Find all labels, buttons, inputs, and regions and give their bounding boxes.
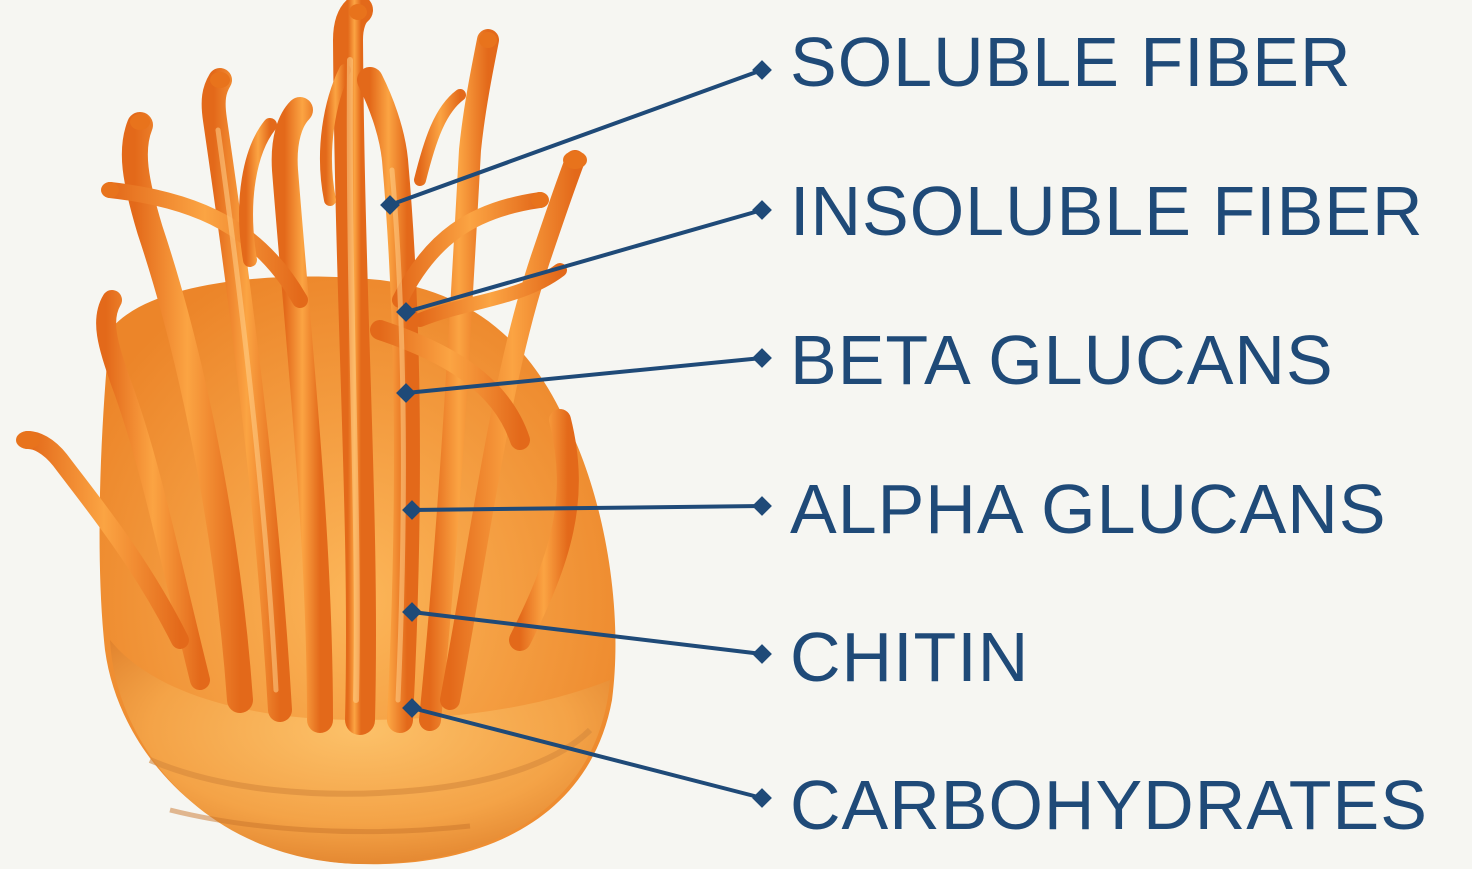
mushroom-stem-tip	[563, 151, 587, 169]
mushroom-stem-tip	[479, 32, 497, 48]
mushroom-stem-tip	[210, 72, 230, 88]
label-alpha-glucans: ALPHA GLUCANS	[790, 474, 1387, 544]
mushroom-stem-tip	[16, 431, 40, 449]
leader-endpoint-end-alpha-glucans	[752, 496, 772, 516]
label-soluble-fiber: SOLUBLE FIBER	[790, 27, 1352, 97]
mushroom-stem-tip	[101, 182, 119, 198]
leader-endpoint-end-chitin	[752, 644, 772, 664]
label-insoluble-fiber: INSOLUBLE FIBER	[790, 176, 1424, 246]
leader-endpoint-end-insoluble-fiber	[752, 200, 772, 220]
mushroom-stem	[420, 95, 460, 180]
label-chitin: CHITIN	[790, 622, 1029, 692]
label-carbohydrates: CARBOHYDRATES	[790, 770, 1428, 840]
mushroom-stem-tip	[349, 4, 367, 20]
label-beta-glucans: BETA GLUCANS	[790, 325, 1334, 395]
mushroom-stem-tip	[531, 192, 549, 208]
mushroom-stem-tip	[130, 114, 150, 130]
leader-endpoint-end-carbohydrates	[752, 788, 772, 808]
leader-endpoint-end-soluble-fiber	[752, 60, 772, 80]
leader-endpoint-end-beta-glucans	[752, 348, 772, 368]
